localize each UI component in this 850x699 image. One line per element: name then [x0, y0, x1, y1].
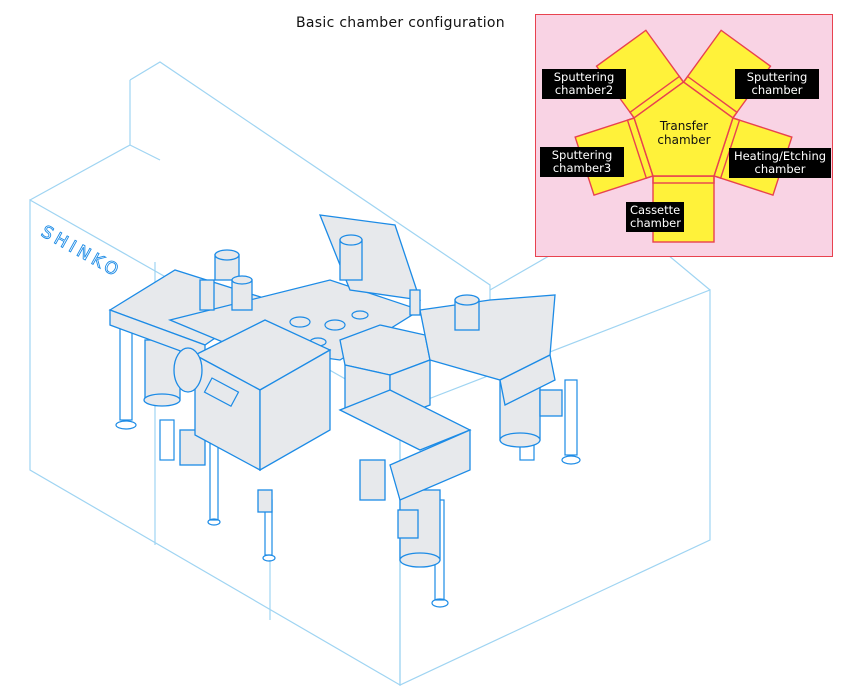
brand-mark: SHINKO: [38, 222, 125, 283]
sputtering-chamber2-label: Sputtering chamber2: [542, 69, 626, 99]
sputtering-chamber3-label: Sputtering chamber3: [540, 147, 624, 177]
heating-etching-chamber-label: Heating/Etching chamber: [729, 148, 831, 178]
diagram-title: Basic chamber configuration: [296, 15, 505, 31]
enclosure: [29, 61, 711, 687]
sputtering-chamber-label: Sputtering chamber: [735, 69, 819, 99]
transfer-chamber-label: Transfer chamber: [657, 119, 711, 147]
cassette-chamber-label: Cassette chamber: [626, 202, 684, 232]
transfer-chamber-shape: [633, 81, 734, 177]
machinery: [108, 214, 581, 608]
chamber-configuration-inset: Transfer chamber Sputtering chamber2 Spu…: [535, 14, 833, 257]
